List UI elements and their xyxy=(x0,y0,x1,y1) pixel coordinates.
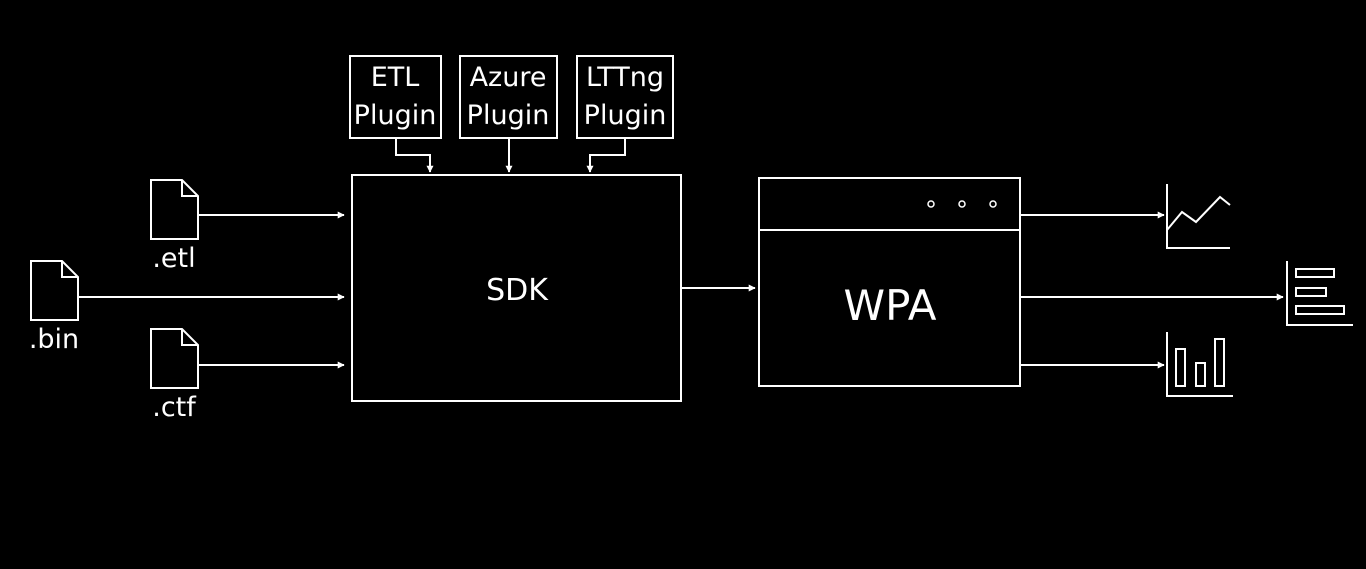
sdk-label: SDK xyxy=(486,273,549,308)
column-chart-icon xyxy=(1166,332,1233,397)
etl-plugin-subtitle: Plugin xyxy=(354,100,437,131)
horizontal-bar-chart-icon xyxy=(1286,261,1353,326)
etl-plugin-connector xyxy=(395,139,434,173)
wpa-window xyxy=(758,177,1021,387)
lttng-plugin-box xyxy=(576,55,674,139)
ctf-file-icon xyxy=(150,328,199,389)
etl-plugin-box xyxy=(349,55,442,139)
lttng-plugin-subtitle: Plugin xyxy=(584,100,667,131)
wpa-label: WPA xyxy=(844,281,937,330)
window-dot-icon xyxy=(989,200,997,208)
azure-plugin-box xyxy=(459,55,558,139)
sdk-box xyxy=(351,174,682,402)
ctf-file-label: .ctf xyxy=(152,392,197,423)
window-dot-icon xyxy=(958,200,966,208)
bin-file-label: .bin xyxy=(29,324,79,355)
bin-file-icon xyxy=(30,260,79,321)
lttng-plugin-connector xyxy=(586,139,626,173)
etl-file-icon xyxy=(150,179,199,240)
line-chart-icon xyxy=(1166,184,1231,249)
etl-file-label: .etl xyxy=(152,243,195,274)
azure-plugin-subtitle: Plugin xyxy=(467,100,550,131)
window-dot-icon xyxy=(927,200,935,208)
azure-plugin-title: Azure xyxy=(470,62,547,93)
etl-plugin-title: ETL xyxy=(371,62,420,93)
lttng-plugin-title: LTTng xyxy=(586,62,664,93)
